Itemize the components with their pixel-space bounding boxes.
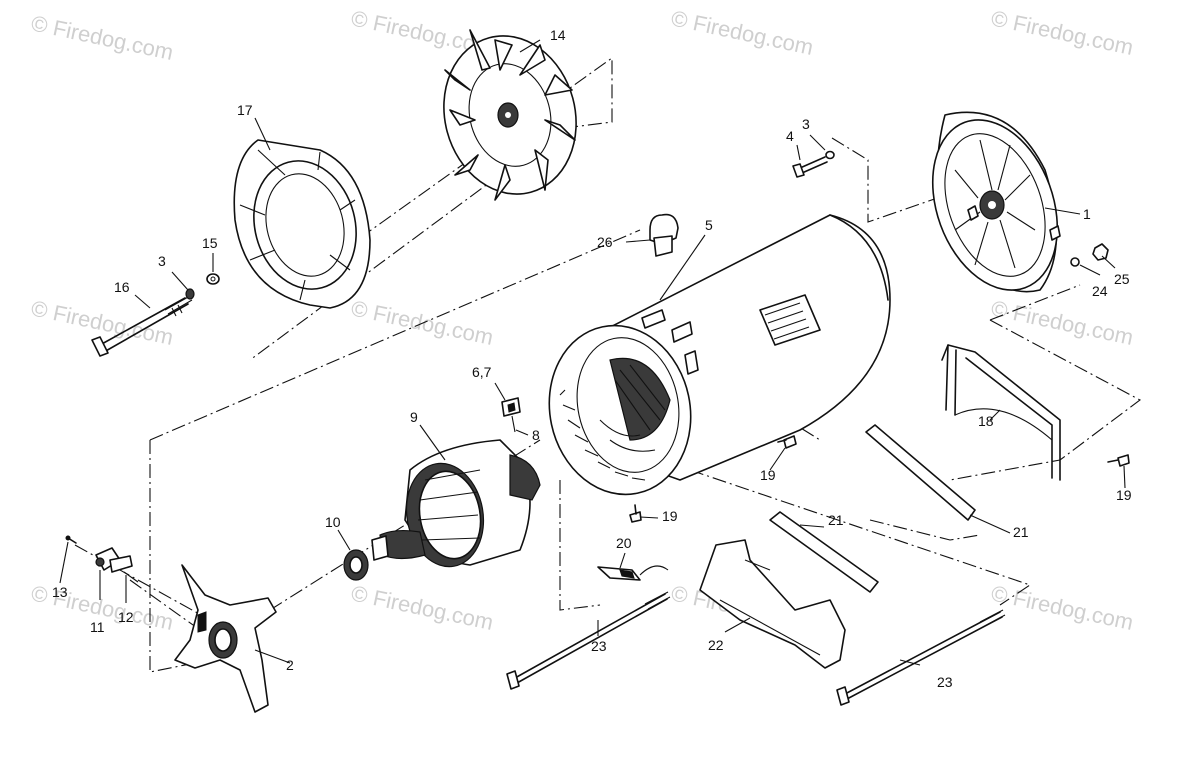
base-plate bbox=[699, 539, 846, 669]
callout-label: 12 bbox=[118, 609, 134, 625]
callout-label: 19 bbox=[662, 508, 678, 524]
ground-terminal bbox=[597, 565, 669, 581]
callout-label: 25 bbox=[1114, 271, 1130, 287]
callout-label: 15 bbox=[202, 235, 218, 251]
long-bolt-assembly bbox=[91, 273, 220, 357]
callout-label: 19 bbox=[1116, 487, 1132, 503]
watermark-text: © Firedog.com bbox=[349, 580, 496, 635]
callout-label: 11 bbox=[90, 619, 105, 635]
brush-holder bbox=[65, 535, 139, 583]
end-bell-housing bbox=[931, 111, 1061, 293]
rectifier bbox=[501, 397, 521, 433]
adapter-plate bbox=[174, 564, 277, 713]
callout-label: 2 bbox=[286, 657, 294, 673]
callout-label: 3 bbox=[158, 253, 166, 269]
leader-lines bbox=[59, 39, 1126, 666]
handle-bracket bbox=[941, 344, 1061, 481]
callout-label: 17 bbox=[237, 102, 253, 118]
callout-label: 19 bbox=[760, 467, 776, 483]
support-bars bbox=[769, 424, 976, 593]
callout-label: 9 bbox=[410, 409, 418, 425]
callout-label: 23 bbox=[591, 638, 607, 654]
callout-label: 6,7 bbox=[472, 364, 492, 380]
small-bolt bbox=[792, 150, 835, 178]
watermark-text: © Firedog.com bbox=[989, 295, 1136, 350]
callout-labels: 1 2 3 3 4 5 6,7 8 9 10 11 12 13 14 15 16… bbox=[52, 27, 1132, 690]
callout-label: 18 bbox=[978, 413, 994, 429]
watermarks: © Firedog.com © Firedog.com © Firedog.co… bbox=[29, 5, 1136, 635]
callout-label: 23 bbox=[937, 674, 953, 690]
callout-label: 13 bbox=[52, 584, 68, 600]
receptacle-cap bbox=[649, 213, 679, 257]
nut-washer bbox=[1070, 243, 1109, 267]
callout-label: 21 bbox=[1013, 524, 1029, 540]
watermark-text: © Firedog.com bbox=[989, 5, 1136, 60]
callout-label: 5 bbox=[705, 217, 713, 233]
callout-label: 21 bbox=[828, 512, 844, 528]
screws bbox=[629, 435, 1130, 523]
callout-label: 10 bbox=[325, 514, 341, 530]
callout-label: 20 bbox=[616, 535, 632, 551]
callout-label: 24 bbox=[1092, 283, 1108, 299]
watermark-text: © Firedog.com bbox=[349, 295, 496, 350]
callout-label: 1 bbox=[1083, 206, 1091, 222]
bearing bbox=[343, 549, 369, 581]
callout-label: 3 bbox=[802, 116, 810, 132]
rotor-assembly bbox=[371, 439, 541, 568]
callout-label: 14 bbox=[550, 27, 566, 43]
callout-label: 22 bbox=[708, 637, 724, 653]
generator-housing bbox=[548, 214, 891, 496]
callout-label: 4 bbox=[786, 128, 794, 144]
callout-label: 26 bbox=[597, 234, 613, 250]
callout-label: 16 bbox=[114, 279, 130, 295]
watermark-text: © Firedog.com bbox=[989, 580, 1136, 635]
watermark-text: © Firedog.com bbox=[669, 5, 816, 60]
callout-label: 8 bbox=[532, 427, 540, 443]
watermark-text: © Firedog.com bbox=[29, 10, 176, 65]
tie-rods bbox=[506, 591, 1006, 706]
cooling-fan bbox=[443, 29, 577, 201]
fan-guard bbox=[233, 139, 371, 309]
